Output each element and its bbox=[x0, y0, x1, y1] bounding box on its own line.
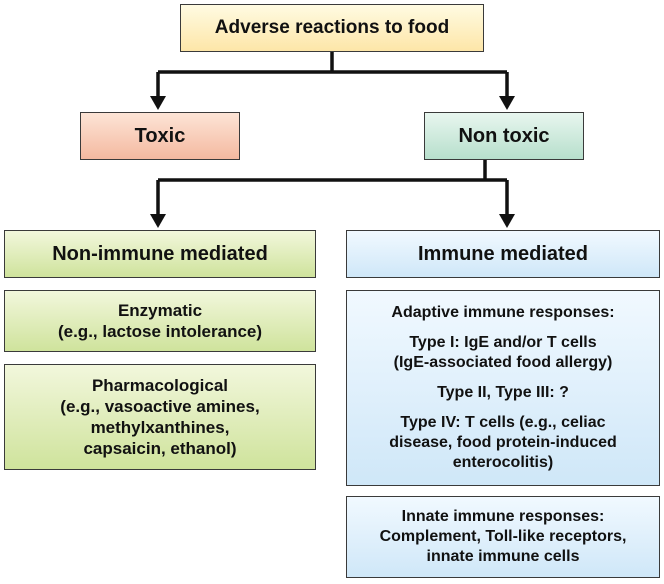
non-immune-label: Non-immune mediated bbox=[52, 242, 268, 265]
toxic-node: Toxic bbox=[80, 112, 240, 160]
type-1-line: Type I: IgE and/or T cells bbox=[409, 334, 597, 351]
immune-node: Immune mediated bbox=[346, 230, 660, 278]
enzymatic-title: Enzymatic bbox=[117, 301, 203, 320]
pharmacological-title: Pharmacological bbox=[91, 376, 229, 395]
type-2-3-line: Type II, Type III: ? bbox=[437, 384, 569, 401]
immune-label: Immune mediated bbox=[417, 242, 589, 265]
adaptive-immune-node: Adaptive immune responses: Type I: IgE a… bbox=[346, 290, 660, 486]
arrow-head-immune bbox=[499, 214, 515, 228]
type-4-line: disease, food protein-induced bbox=[389, 434, 617, 451]
pharmacological-example-line: capsaicin, ethanol) bbox=[83, 439, 237, 458]
type-4-line: enterocolitis) bbox=[452, 454, 554, 471]
root-node: Adverse reactions to food bbox=[180, 4, 484, 52]
root-label: Adverse reactions to food bbox=[214, 17, 450, 38]
innate-line: Complement, Toll-like receptors, bbox=[379, 528, 627, 545]
enzymatic-example: (e.g., lactose intolerance) bbox=[57, 322, 263, 341]
arrow-head-nonimmune bbox=[150, 214, 166, 228]
pharmacological-example-line: methylxanthines, bbox=[90, 418, 230, 437]
pharmacological-node: Pharmacological (e.g., vasoactive amines… bbox=[4, 364, 316, 470]
arrow-head-toxic bbox=[150, 96, 166, 110]
non-immune-node: Non-immune mediated bbox=[4, 230, 316, 278]
innate-line: Innate immune responses: bbox=[401, 508, 605, 525]
non-toxic-node: Non toxic bbox=[424, 112, 584, 160]
arrow-head-nontoxic bbox=[499, 96, 515, 110]
type-1-block: Type I: IgE and/or T cells (IgE-associat… bbox=[394, 333, 613, 373]
toxic-label: Toxic bbox=[134, 124, 186, 147]
type-4-line: Type IV: T cells (e.g., celiac bbox=[400, 414, 606, 431]
innate-immune-node: Innate immune responses: Complement, Tol… bbox=[346, 496, 660, 578]
type-1-line: (IgE-associated food allergy) bbox=[393, 354, 613, 371]
pharmacological-example-line: (e.g., vasoactive amines, bbox=[60, 397, 260, 416]
enzymatic-node: Enzymatic (e.g., lactose intolerance) bbox=[4, 290, 316, 352]
adaptive-heading: Adaptive immune responses: bbox=[391, 304, 615, 321]
type-4-block: Type IV: T cells (e.g., celiac disease, … bbox=[389, 413, 617, 473]
innate-line: innate immune cells bbox=[426, 548, 580, 565]
non-toxic-label: Non toxic bbox=[458, 124, 550, 147]
